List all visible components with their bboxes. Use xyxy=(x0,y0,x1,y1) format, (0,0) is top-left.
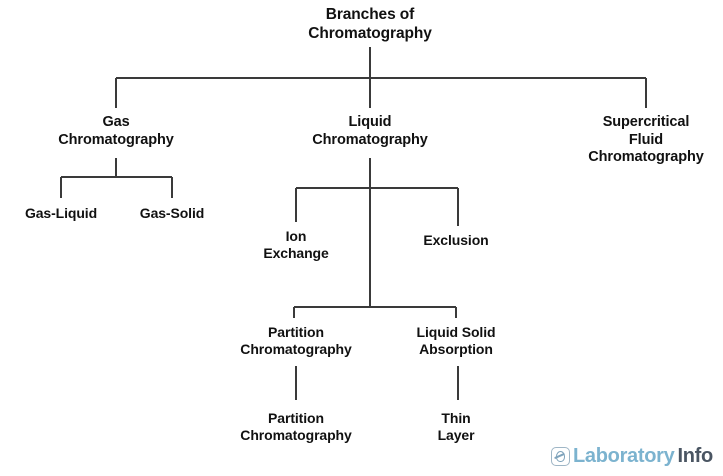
flask-icon xyxy=(551,447,570,466)
node-root: Branches of Chromatography xyxy=(308,6,432,42)
node-exclusion: Exclusion xyxy=(423,232,489,248)
node-gas-solid: Gas-Solid xyxy=(139,205,205,221)
watermark-logo: Laboratory Info xyxy=(551,445,713,468)
node-gas-liquid: Gas-Liquid xyxy=(24,205,98,221)
node-partition-chromatography: Partition Chromatography xyxy=(240,324,352,358)
node-liquid-solid-absorption: Liquid Solid Absorption xyxy=(416,324,496,358)
node-gas-chromatography: Gas Chromatography xyxy=(58,114,174,148)
node-ion-exchange: Ion Exchange xyxy=(263,228,329,262)
node-thin-layer: Thin Layer xyxy=(437,410,475,444)
node-partition-chromatography-leaf: Partition Chromatography xyxy=(240,410,352,444)
watermark-brand-secondary: Info xyxy=(677,445,713,467)
node-supercritical-fluid-chromatography: Supercritical Fluid Chromatography xyxy=(588,114,704,166)
node-liquid-chromatography: Liquid Chromatography xyxy=(312,114,428,148)
watermark-brand-primary: Laboratory xyxy=(573,445,675,467)
